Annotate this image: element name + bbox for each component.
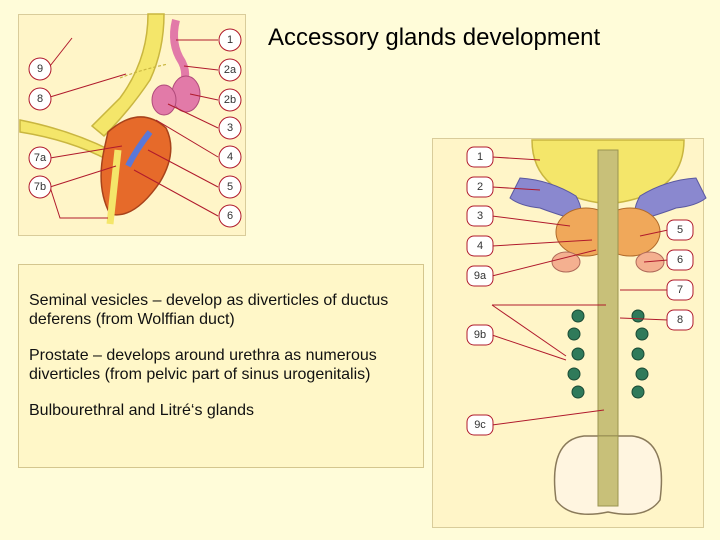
right-label-4: 4 <box>477 240 483 252</box>
right-label-6: 6 <box>677 254 683 266</box>
right-label-5: 5 <box>677 224 683 236</box>
left-label-2a: 2a <box>224 64 237 76</box>
right-label-7: 7 <box>677 284 683 296</box>
left-label-1: 1 <box>227 34 233 46</box>
left-label-3: 3 <box>227 122 233 134</box>
left-label-7a: 7a <box>34 152 47 164</box>
prostate <box>100 116 172 216</box>
urethra-glans <box>597 435 619 507</box>
left-label-8: 8 <box>37 93 43 105</box>
left-label-7b: 7b <box>34 181 46 193</box>
urethra-left <box>106 149 122 225</box>
ureter-dashed <box>119 63 169 79</box>
paragraph-prostate: Prostate – develops around urethra as nu… <box>29 347 377 383</box>
left-label-6: 6 <box>227 210 233 222</box>
left-label-9: 9 <box>37 63 43 75</box>
ampulla-pink <box>151 84 177 116</box>
left-label-5: 5 <box>227 181 233 193</box>
left-label-2b: 2b <box>224 94 236 106</box>
paragraph-seminal-vesicles: Seminal vesicles – develop as diverticle… <box>29 292 389 328</box>
right-label-9a: 9a <box>474 270 487 282</box>
right-label-2: 2 <box>477 181 483 193</box>
left-labels-left-group: 9 8 7a 7b <box>28 57 52 199</box>
right-label-1: 1 <box>477 151 483 163</box>
littre-glands <box>567 309 649 399</box>
left-labels-right-group: 1 2a 2b 3 4 5 6 <box>218 28 242 228</box>
right-leader-lines <box>491 156 669 426</box>
paragraph-bulbourethral: Bulbourethral and Litré‘s glands <box>29 402 255 419</box>
left-leader-lines <box>49 37 219 219</box>
right-labels-right-group: 5 6 7 8 <box>666 219 694 331</box>
bulbourethral-gland-left <box>551 251 581 273</box>
right-label-3: 3 <box>477 210 483 222</box>
left-label-4: 4 <box>227 151 233 163</box>
page-title: Accessory glands development <box>268 24 601 51</box>
right-labels-left-group: 1 2 3 4 9a 9b 9c <box>466 146 494 436</box>
bladder-wall <box>90 13 165 138</box>
description-box: Seminal vesicles – develop as diverticle… <box>18 264 424 468</box>
right-label-9b: 9b <box>474 329 486 341</box>
ejaculatory-duct <box>125 130 153 168</box>
right-label-9c: 9c <box>474 419 486 431</box>
right-label-8: 8 <box>677 314 683 326</box>
